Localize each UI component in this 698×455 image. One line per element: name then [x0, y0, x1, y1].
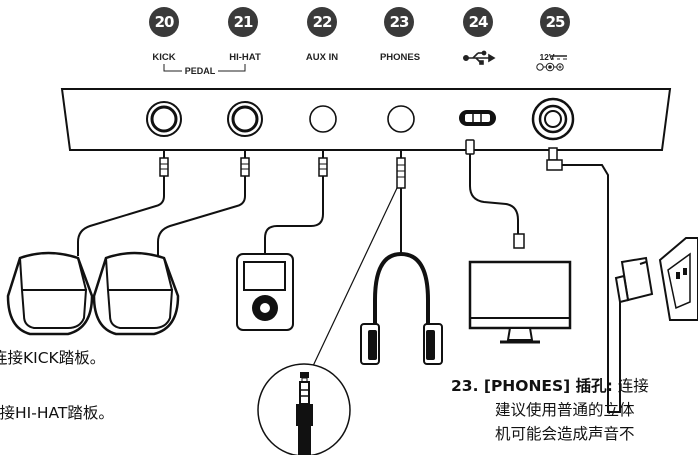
caption-phones-line1: 23. [PHONES] 插孔: 连接 [451, 374, 649, 396]
usb-icon [462, 50, 496, 65]
port-usb [459, 110, 496, 126]
plug-phones [396, 150, 406, 189]
plug-dc [546, 147, 563, 171]
jack-kick [146, 101, 182, 137]
caption-kick: 连接KICK踏板。 [0, 349, 106, 367]
wall-outlet [658, 237, 698, 321]
headphones [360, 251, 443, 365]
jack-hihat [227, 101, 263, 137]
plug-usb [465, 139, 475, 155]
caption-phones-line3: 机可能会造成声音不 [495, 425, 635, 443]
port-number-23: 23 [384, 7, 414, 37]
rear-panel [60, 88, 672, 151]
plug-aux [318, 150, 328, 177]
port-number-22: 22 [307, 7, 337, 37]
jack-aux-in [309, 105, 337, 133]
caption-hihat: 连接HI-HAT踏板。 [0, 404, 114, 422]
port-label-kick: KICK [152, 52, 176, 63]
port-label-hihat: HI-HAT [229, 52, 261, 63]
port-number-21: 21 [228, 7, 258, 37]
port-number-20: 20 [149, 7, 179, 37]
kick-pedal [6, 251, 94, 336]
port-label-aux-in: AUX IN [305, 52, 339, 63]
phones-plug-callout [257, 187, 398, 455]
port-label-12v: 12V [539, 52, 555, 62]
port-dc-in [531, 97, 575, 141]
dc-polarity-icon [536, 55, 567, 72]
caption-phones-text: 连接 [612, 377, 649, 395]
port-number-24: 24 [463, 7, 493, 37]
caption-phones-title: 23. [PHONES] 插孔: [451, 377, 613, 395]
jack-phones [387, 105, 415, 133]
port-number-25: 25 [540, 7, 570, 37]
pedal-group-label: PEDAL [181, 66, 219, 76]
computer-monitor [468, 233, 572, 344]
plug-kick [159, 150, 169, 177]
port-label-phones: PHONES [379, 52, 421, 63]
power-adapter [614, 256, 654, 304]
pedal-bracket [163, 64, 246, 72]
hihat-pedal [92, 251, 180, 336]
plug-hihat [240, 150, 250, 177]
media-player [236, 253, 294, 331]
cables [77, 154, 621, 413]
caption-phones-line2: 建议使用普通的立体 [495, 401, 635, 419]
